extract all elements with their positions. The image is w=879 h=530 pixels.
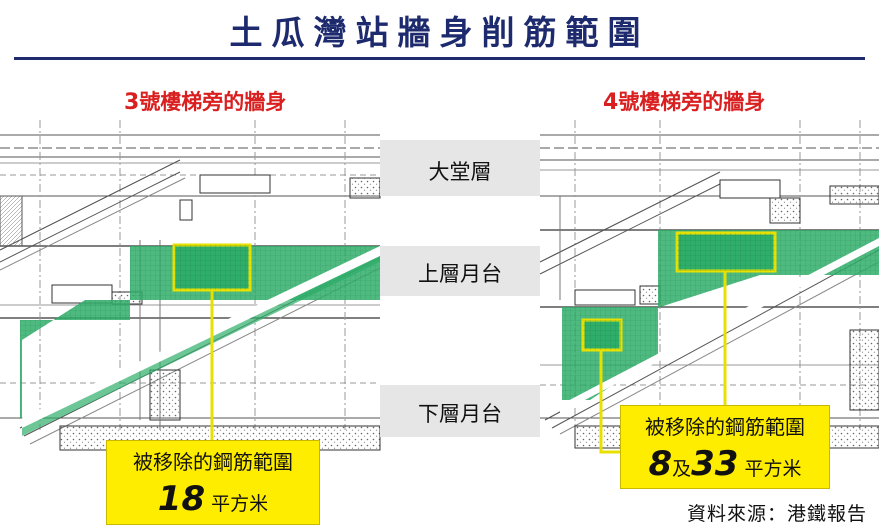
left-panel-heading: 3號樓梯旁的牆身 — [124, 86, 286, 116]
right-callout: 被移除的鋼筋範圍 8及33 平方米 — [620, 405, 830, 489]
left-heading-number: 3 — [124, 90, 140, 115]
right-callout-caption: 被移除的鋼筋範圍 — [645, 415, 805, 439]
right-removed-rebar-area — [560, 230, 879, 413]
source-credit: 資料來源：港鐵報告 — [686, 503, 867, 525]
left-removed-rebar-area — [20, 246, 380, 436]
right-highlight-grid-lower — [583, 320, 621, 350]
level-label-concourse: 大堂層 — [428, 160, 492, 184]
right-heading-text: 號樓梯旁的牆身 — [618, 90, 766, 114]
right-heading-number: 4 — [603, 90, 619, 115]
upper-platform-label-bg — [380, 246, 540, 296]
lower-platform-label-bg — [380, 385, 540, 437]
right-panel-heading: 4號樓梯旁的牆身 — [603, 86, 765, 116]
page-title: 土瓜灣站牆身削筋範圍 — [229, 13, 650, 52]
left-area-unit: 平方米 — [211, 493, 269, 515]
left-highlight-grid — [174, 245, 250, 290]
right-area-conjunction: 及 — [672, 458, 692, 480]
right-area-number-1: 8 — [648, 444, 673, 484]
title-underline — [14, 57, 865, 60]
concourse-label-bg — [380, 140, 540, 196]
left-callout-caption: 被移除的鋼筋範圍 — [133, 450, 293, 474]
right-area-unit: 平方米 — [744, 458, 802, 480]
left-callout: 被移除的鋼筋範圍 18 平方米 — [106, 440, 320, 525]
left-heading-text: 號樓梯旁的牆身 — [139, 90, 287, 114]
right-area-number-2: 33 — [691, 444, 739, 484]
right-callout-value: 8及33 平方米 — [621, 444, 829, 484]
level-label-lower-platform: 下層月台 — [418, 402, 502, 426]
level-label-upper-platform: 上層月台 — [418, 262, 502, 286]
right-callout-leader-lower — [599, 350, 620, 454]
left-area-number: 18 — [157, 479, 206, 519]
left-callout-value: 18 平方米 — [107, 479, 319, 519]
right-highlight-grid-upper — [677, 233, 775, 271]
